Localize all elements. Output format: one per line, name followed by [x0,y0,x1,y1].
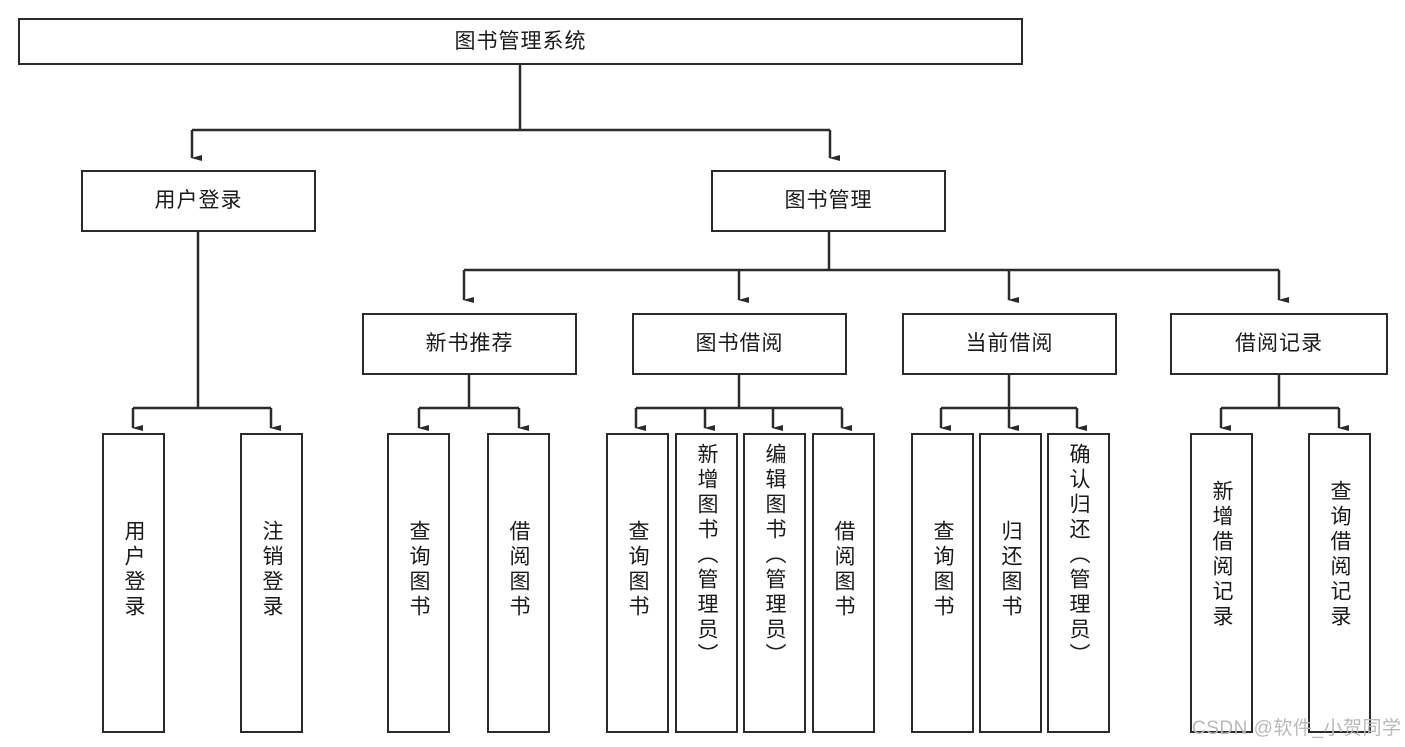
leaf-borrow-book-recommend[interactable]: 借阅图书 [487,433,550,733]
leaf-borrow-book-recommend-label: 借阅图书 [507,520,530,620]
leaf-logout[interactable]: 注销登录 [240,433,303,733]
leaf-logout-label: 注销登录 [260,520,283,620]
leaf-query-book-borrow[interactable]: 查询图书 [606,433,669,733]
leaf-add-borrow-record-label: 新增借阅记录 [1210,480,1233,630]
node-current-borrow-label: 当前借阅 [965,332,1054,356]
node-root[interactable]: 图书管理系统 [18,18,1023,65]
leaf-add-borrow-record[interactable]: 新增借阅记录 [1190,433,1253,733]
leaf-query-book-current[interactable]: 查询图书 [911,433,974,733]
leaf-confirm-return-admin-label: 确认归还（管理员） [1067,443,1090,668]
leaf-borrow-book-borrow-label: 借阅图书 [832,520,855,620]
leaf-query-borrow-record[interactable]: 查询借阅记录 [1308,433,1371,733]
node-root-label: 图书管理系统 [454,29,587,53]
node-user-login-label: 用户登录 [154,189,243,213]
leaf-return-book-label: 归还图书 [999,520,1022,620]
leaf-query-book-current-label: 查询图书 [931,520,954,620]
node-book-management[interactable]: 图书管理 [711,170,946,232]
leaf-edit-book-admin[interactable]: 编辑图书（管理员） [743,433,806,733]
node-borrow-records-label: 借阅记录 [1235,332,1323,356]
node-borrow-records[interactable]: 借阅记录 [1170,313,1388,375]
watermark-text: CSDN @软件_小贺同学 [1192,718,1402,739]
leaf-query-borrow-record-label: 查询借阅记录 [1328,480,1351,630]
leaf-query-book-recommend[interactable]: 查询图书 [387,433,450,733]
node-new-book-recommend[interactable]: 新书推荐 [362,313,577,375]
leaf-query-book-recommend-label: 查询图书 [407,520,430,620]
leaf-borrow-book-borrow[interactable]: 借阅图书 [812,433,875,733]
node-new-book-recommend-label: 新书推荐 [425,332,514,356]
node-book-borrow[interactable]: 图书借阅 [632,313,847,375]
leaf-user-login[interactable]: 用户登录 [102,433,165,733]
leaf-edit-book-admin-label: 编辑图书（管理员） [763,443,786,668]
leaf-return-book[interactable]: 归还图书 [979,433,1042,733]
leaf-add-book-admin-label: 新增图书（管理员） [695,443,718,668]
node-book-management-label: 图书管理 [784,189,873,213]
node-current-borrow[interactable]: 当前借阅 [902,313,1117,375]
leaf-user-login-label: 用户登录 [122,520,145,620]
leaf-confirm-return-admin[interactable]: 确认归还（管理员） [1047,433,1110,733]
leaf-query-book-borrow-label: 查询图书 [626,520,649,620]
node-book-borrow-label: 图书借阅 [695,332,784,356]
node-user-login[interactable]: 用户登录 [81,170,316,232]
leaf-add-book-admin[interactable]: 新增图书（管理员） [675,433,738,733]
